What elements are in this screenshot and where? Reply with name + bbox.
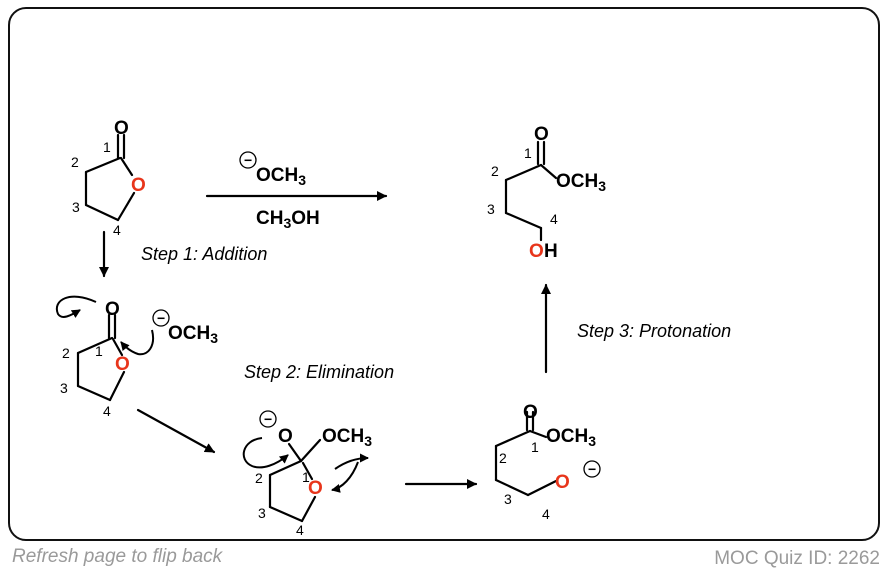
tetrahedral-label-1: 1 bbox=[302, 469, 310, 485]
curly-arrow-pi-bond bbox=[55, 295, 97, 318]
attack-label-1: 1 bbox=[95, 343, 103, 359]
tetrahedral-charge-icon bbox=[259, 410, 277, 428]
tetrahedral-substituent: OCH3 bbox=[322, 426, 372, 449]
product-label-2: 2 bbox=[491, 163, 499, 179]
tetrahedral-alkoxide-o: O bbox=[278, 426, 293, 447]
main-reaction-arrow: − OCH3 CH3OH bbox=[205, 151, 388, 231]
curly-arrow-ring-opening bbox=[331, 461, 359, 493]
attack-label-4: 4 bbox=[103, 403, 111, 419]
alkoxide-carbonyl-o: O bbox=[523, 402, 538, 423]
product-carbonyl-o: O bbox=[534, 124, 549, 145]
lactone-ring-o: O bbox=[131, 175, 146, 196]
lactone-label-2: 2 bbox=[71, 154, 79, 170]
lactone-label-1: 1 bbox=[103, 139, 111, 155]
quiz-id: MOC Quiz ID: 2262 bbox=[714, 548, 880, 569]
attack-nucleophile: OCH3 bbox=[168, 323, 218, 346]
alkoxide-charge-icon bbox=[583, 460, 601, 478]
product-label-1: 1 bbox=[524, 145, 532, 161]
alkoxide-ester-molecule: O OCH3 O − 1 2 3 4 bbox=[494, 402, 601, 522]
attack-ring-o: O bbox=[115, 354, 130, 375]
lactone-label-3: 3 bbox=[72, 199, 80, 215]
step2-label: Step 2: Elimination bbox=[244, 362, 394, 382]
charge-symbol: − bbox=[244, 152, 252, 168]
reagent-methanol: CH3OH bbox=[256, 208, 320, 231]
product-label-4: 4 bbox=[550, 211, 558, 227]
alkoxide-label-3: 3 bbox=[504, 491, 512, 507]
alkoxide-label-2: 2 bbox=[499, 450, 507, 466]
alkoxide-label-4: 4 bbox=[542, 506, 550, 522]
tetrahedral-ring-o: O bbox=[308, 478, 323, 499]
attack-charge-symbol: − bbox=[157, 310, 165, 326]
charge-circle-icon bbox=[239, 151, 257, 169]
reagent-methoxide: OCH3 bbox=[256, 165, 306, 188]
alkoxide-o: O bbox=[555, 472, 570, 493]
product-molecule: O OCH3 O H 1 2 3 4 bbox=[487, 124, 606, 262]
tetrahedral-label-4: 4 bbox=[296, 522, 304, 538]
attack-label-2: 2 bbox=[62, 345, 70, 361]
tetrahedral-label-2: 2 bbox=[255, 470, 263, 486]
attack-label-3: 3 bbox=[60, 380, 68, 396]
product-label-3: 3 bbox=[487, 201, 495, 217]
alkoxide-label-1: 1 bbox=[531, 439, 539, 455]
product-hydroxyl-h: H bbox=[544, 241, 558, 262]
tetrahedral-label-3: 3 bbox=[258, 505, 266, 521]
curly-arrow-nucleophile bbox=[120, 329, 154, 356]
lactone-molecule: O O 1 2 3 4 bbox=[71, 118, 146, 238]
step2-arrow bbox=[136, 408, 216, 454]
step3-label: Step 3: Protonation bbox=[577, 321, 731, 341]
curly-arrow-reform-carbonyl bbox=[242, 437, 289, 469]
alkoxide-charge-symbol: − bbox=[588, 461, 596, 477]
scheme-frame bbox=[8, 7, 880, 541]
lactone-label-4: 4 bbox=[113, 222, 121, 238]
tetrahedral-charge-symbol: − bbox=[264, 411, 272, 427]
lactone-carbonyl-o: O bbox=[114, 118, 129, 139]
tetrahedral-intermediate: − O OCH3 O 1 2 3 4 bbox=[242, 410, 372, 538]
refresh-hint: Refresh page to flip back bbox=[12, 546, 223, 567]
product-hydroxyl-o: O bbox=[529, 241, 544, 262]
alkoxide-ester-group: OCH3 bbox=[546, 426, 596, 449]
attack-carbonyl-o: O bbox=[105, 299, 120, 320]
step1-label: Step 1: Addition bbox=[141, 244, 267, 264]
lactone-attack-molecule: O O − OCH3 1 2 3 4 bbox=[55, 295, 218, 419]
curly-arrow-leaving bbox=[334, 453, 369, 470]
product-ester-group: OCH3 bbox=[556, 171, 606, 194]
attack-charge-icon bbox=[152, 309, 170, 327]
